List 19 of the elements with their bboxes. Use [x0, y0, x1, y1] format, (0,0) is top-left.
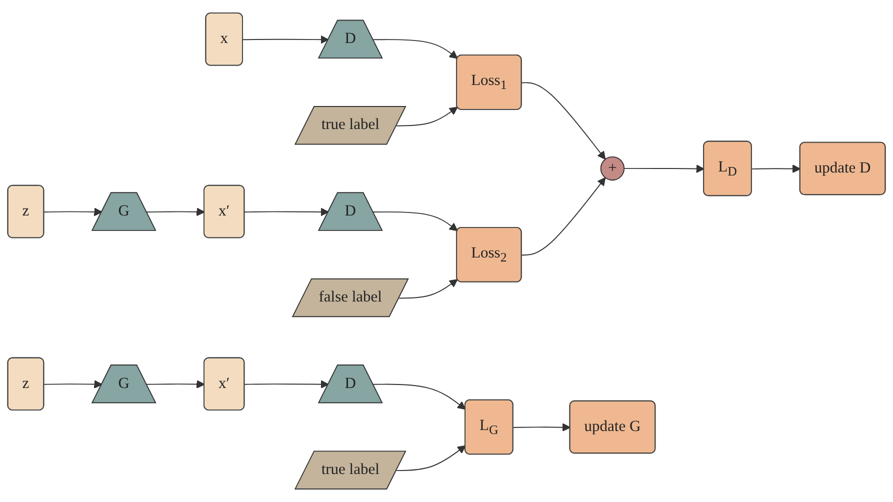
arrow — [521, 177, 606, 256]
arrow — [44, 208, 102, 216]
arrow — [146, 380, 205, 388]
arrow — [146, 208, 205, 216]
arrow — [244, 380, 329, 389]
arrow — [242, 35, 329, 44]
arrow — [372, 211, 458, 232]
arrow — [372, 39, 458, 59]
arrow — [521, 82, 606, 160]
arrow — [396, 106, 458, 126]
arrow — [44, 380, 102, 389]
arrow — [396, 445, 466, 472]
arrow — [512, 423, 571, 432]
node-circle: + — [600, 156, 625, 181]
arrow — [624, 164, 704, 174]
arrow — [398, 279, 458, 299]
arrow — [372, 384, 466, 410]
arrow — [751, 164, 801, 174]
arrow — [244, 208, 329, 216]
